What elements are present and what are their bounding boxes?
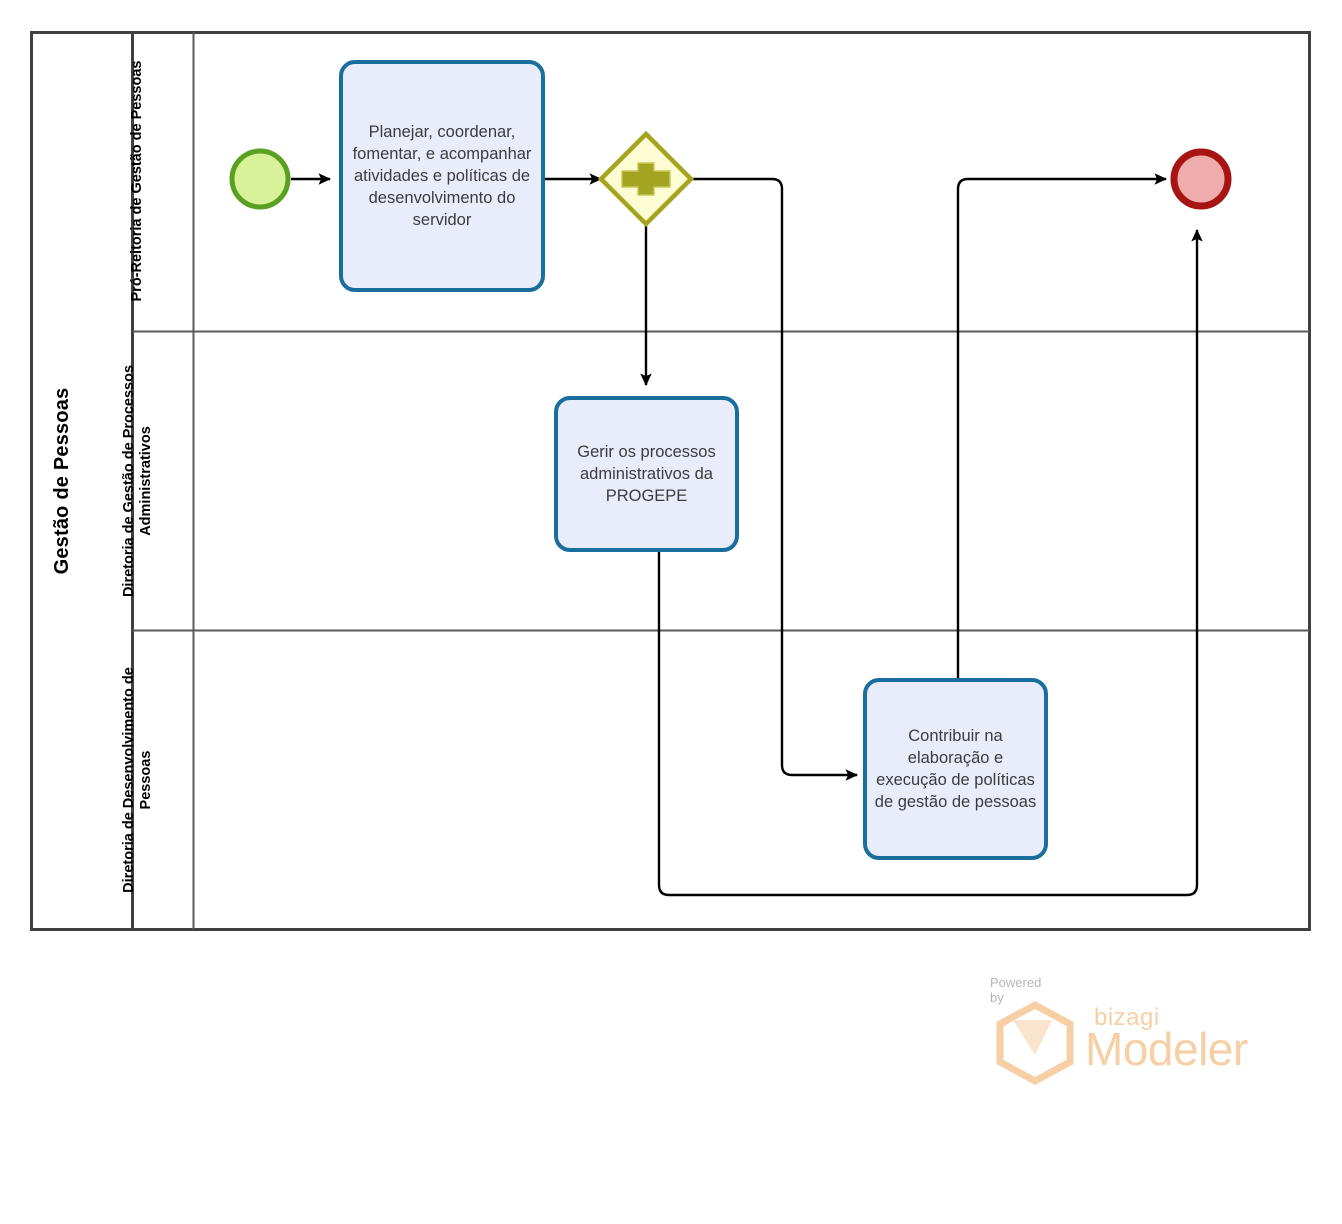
task-planejar[interactable] bbox=[339, 60, 545, 292]
gateway-plus-icon bbox=[621, 162, 671, 196]
flow-contribuir-to-end[interactable] bbox=[956, 173, 1167, 679]
start-event-circle bbox=[229, 148, 291, 210]
task-contribuir[interactable] bbox=[863, 678, 1048, 860]
parallel-gateway[interactable] bbox=[597, 130, 695, 228]
flow-gerir-to-end[interactable] bbox=[657, 229, 1203, 897]
sequence-flows bbox=[291, 173, 1203, 897]
end-event-circle bbox=[1170, 148, 1232, 210]
start-event[interactable] bbox=[229, 148, 291, 210]
task-gerir[interactable] bbox=[554, 396, 739, 552]
flow-gateway-to-contribuir[interactable] bbox=[691, 177, 858, 781]
task-contribuir-box bbox=[863, 678, 1048, 860]
task-gerir-box bbox=[554, 396, 739, 552]
task-planejar-box bbox=[339, 60, 545, 292]
end-event[interactable] bbox=[1170, 148, 1232, 210]
bizagi-logo-icon bbox=[996, 1001, 1074, 1085]
